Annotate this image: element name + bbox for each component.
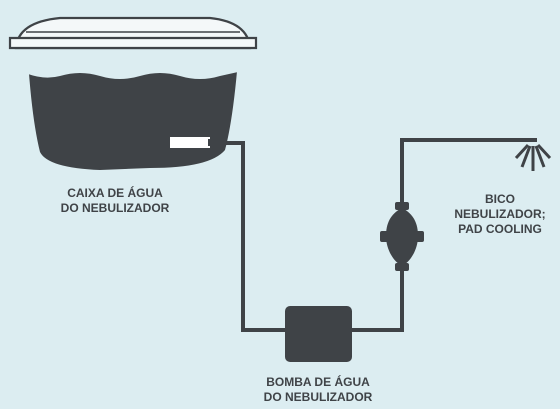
nozzle-label-line: BICO (485, 192, 515, 206)
tank-water-surface (28, 60, 238, 79)
valve-bottom-cap (395, 263, 409, 271)
spray-line (514, 143, 530, 160)
valve-body (386, 208, 418, 266)
valve-right-wing (414, 231, 424, 242)
tank-lid-rim (8, 36, 258, 50)
nozzle-label-line: PAD COOLING (458, 222, 542, 236)
pump-label-line: DO NEBULIZADOR (263, 390, 373, 404)
valve-top-cap (395, 202, 409, 210)
spray-line (520, 145, 532, 168)
spray-nozzle-icon (514, 143, 552, 171)
valve-left-wing (380, 231, 390, 242)
valve-icon (380, 202, 424, 271)
spray-line (534, 145, 546, 168)
pipe-tank-to-pump (214, 141, 285, 332)
spray-line (536, 143, 552, 160)
nozzle-label: BICO NEBULIZADOR; PAD COOLING (440, 192, 560, 237)
pump-label: BOMBA DE ÁGUA DO NEBULIZADOR (228, 375, 408, 405)
nozzle-label-line: NEBULIZADOR; (454, 207, 546, 221)
pump-body (285, 306, 352, 362)
tank-outlet-nut (208, 139, 216, 146)
tank-label-line: DO NEBULIZADOR (60, 201, 170, 215)
water-pump-icon (285, 306, 352, 362)
water-tank-icon (8, 16, 258, 170)
tank-label-line: CAIXA DE ÁGUA (67, 186, 163, 200)
tank-label: CAIXA DE ÁGUA DO NEBULIZADOR (20, 186, 210, 216)
tank-outlet (170, 137, 210, 148)
pump-label-line: BOMBA DE ÁGUA (266, 375, 370, 389)
